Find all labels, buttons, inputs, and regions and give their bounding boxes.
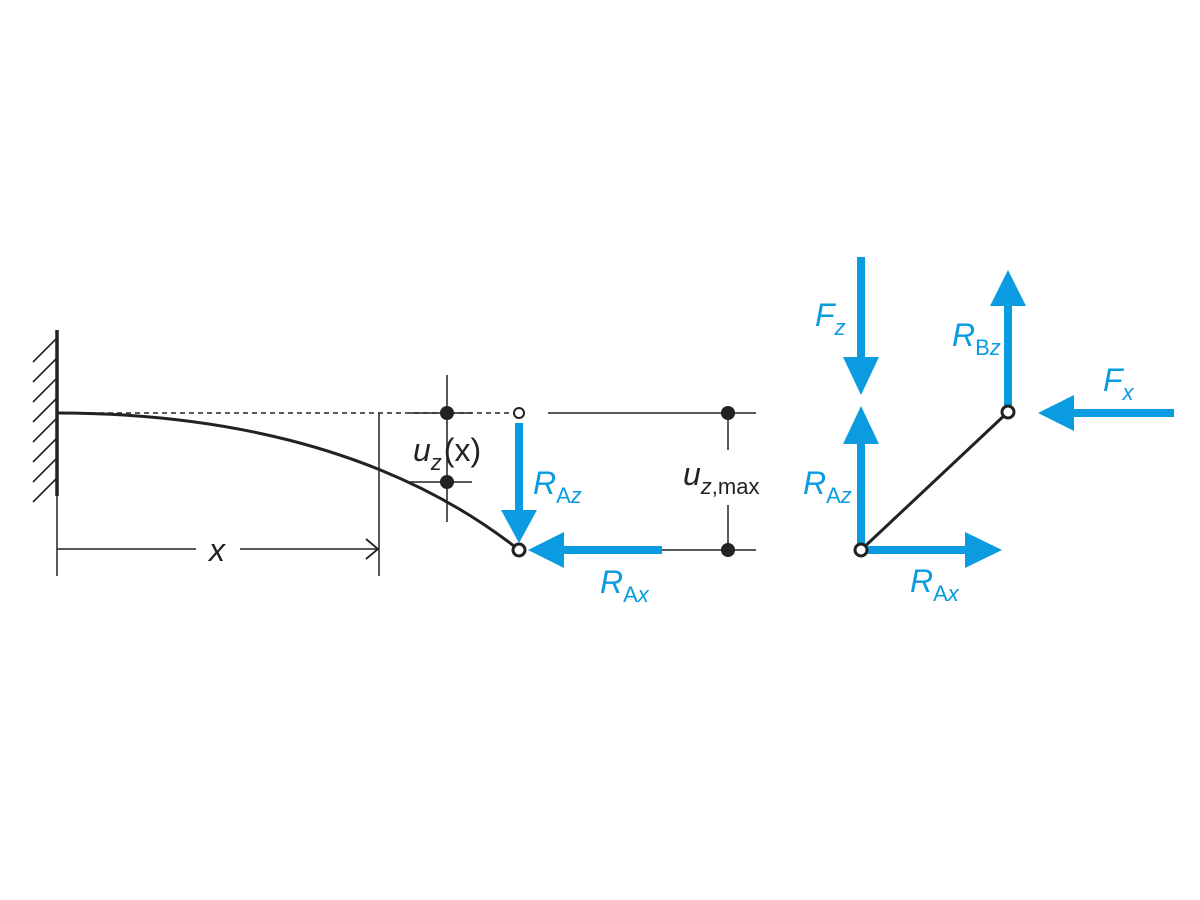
uz-bottom-dot: [440, 475, 454, 489]
fbd-reaction-ax-label: RAx: [910, 563, 960, 606]
wall-hatching: [32, 337, 58, 503]
uzmax-bottom-dot: [721, 543, 735, 557]
fbd-reaction-ax-arrow: RAx: [861, 532, 1002, 606]
reaction-az-arrow: RAz: [501, 423, 582, 543]
cantilever-figure: x uz(x) uz,max RAz: [32, 330, 759, 607]
uz-x-dimension: uz(x): [410, 375, 481, 522]
uz-max-dimension: uz,max: [548, 406, 759, 557]
uz-x-label: uz(x): [413, 432, 481, 475]
reaction-az-label: RAz: [533, 465, 582, 508]
fixed-support: [32, 330, 59, 503]
uz-max-label: uz,max: [683, 456, 759, 499]
x-arrowhead: [365, 538, 380, 560]
force-fz-label: Fz: [815, 297, 846, 340]
bar-member: [859, 410, 1010, 552]
force-fx-arrow: Fx: [1038, 362, 1174, 431]
uzmax-top-dot: [721, 406, 735, 420]
x-label: x: [207, 532, 226, 568]
original-end-point: [513, 407, 525, 419]
free-body-figure: Fz RAz RAx RBz Fx: [803, 257, 1174, 606]
reaction-ax-label: RAx: [600, 564, 650, 607]
x-dimension: x: [56, 413, 380, 576]
reaction-bz-label: RBz: [952, 317, 1001, 360]
deflected-beam: [56, 411, 520, 552]
reaction-bz-arrow: RBz: [952, 270, 1026, 406]
hinge-a: [853, 542, 869, 558]
fbd-reaction-az-label: RAz: [803, 465, 852, 508]
deflected-end-hinge: [511, 542, 527, 558]
force-fx-label: Fx: [1103, 362, 1135, 405]
hinge-b: [1000, 404, 1016, 420]
fbd-reaction-az-arrow: RAz: [803, 406, 879, 550]
reaction-ax-arrow: RAx: [528, 532, 662, 607]
uz-top-dot: [440, 406, 454, 420]
force-fz-arrow: Fz: [815, 257, 879, 395]
